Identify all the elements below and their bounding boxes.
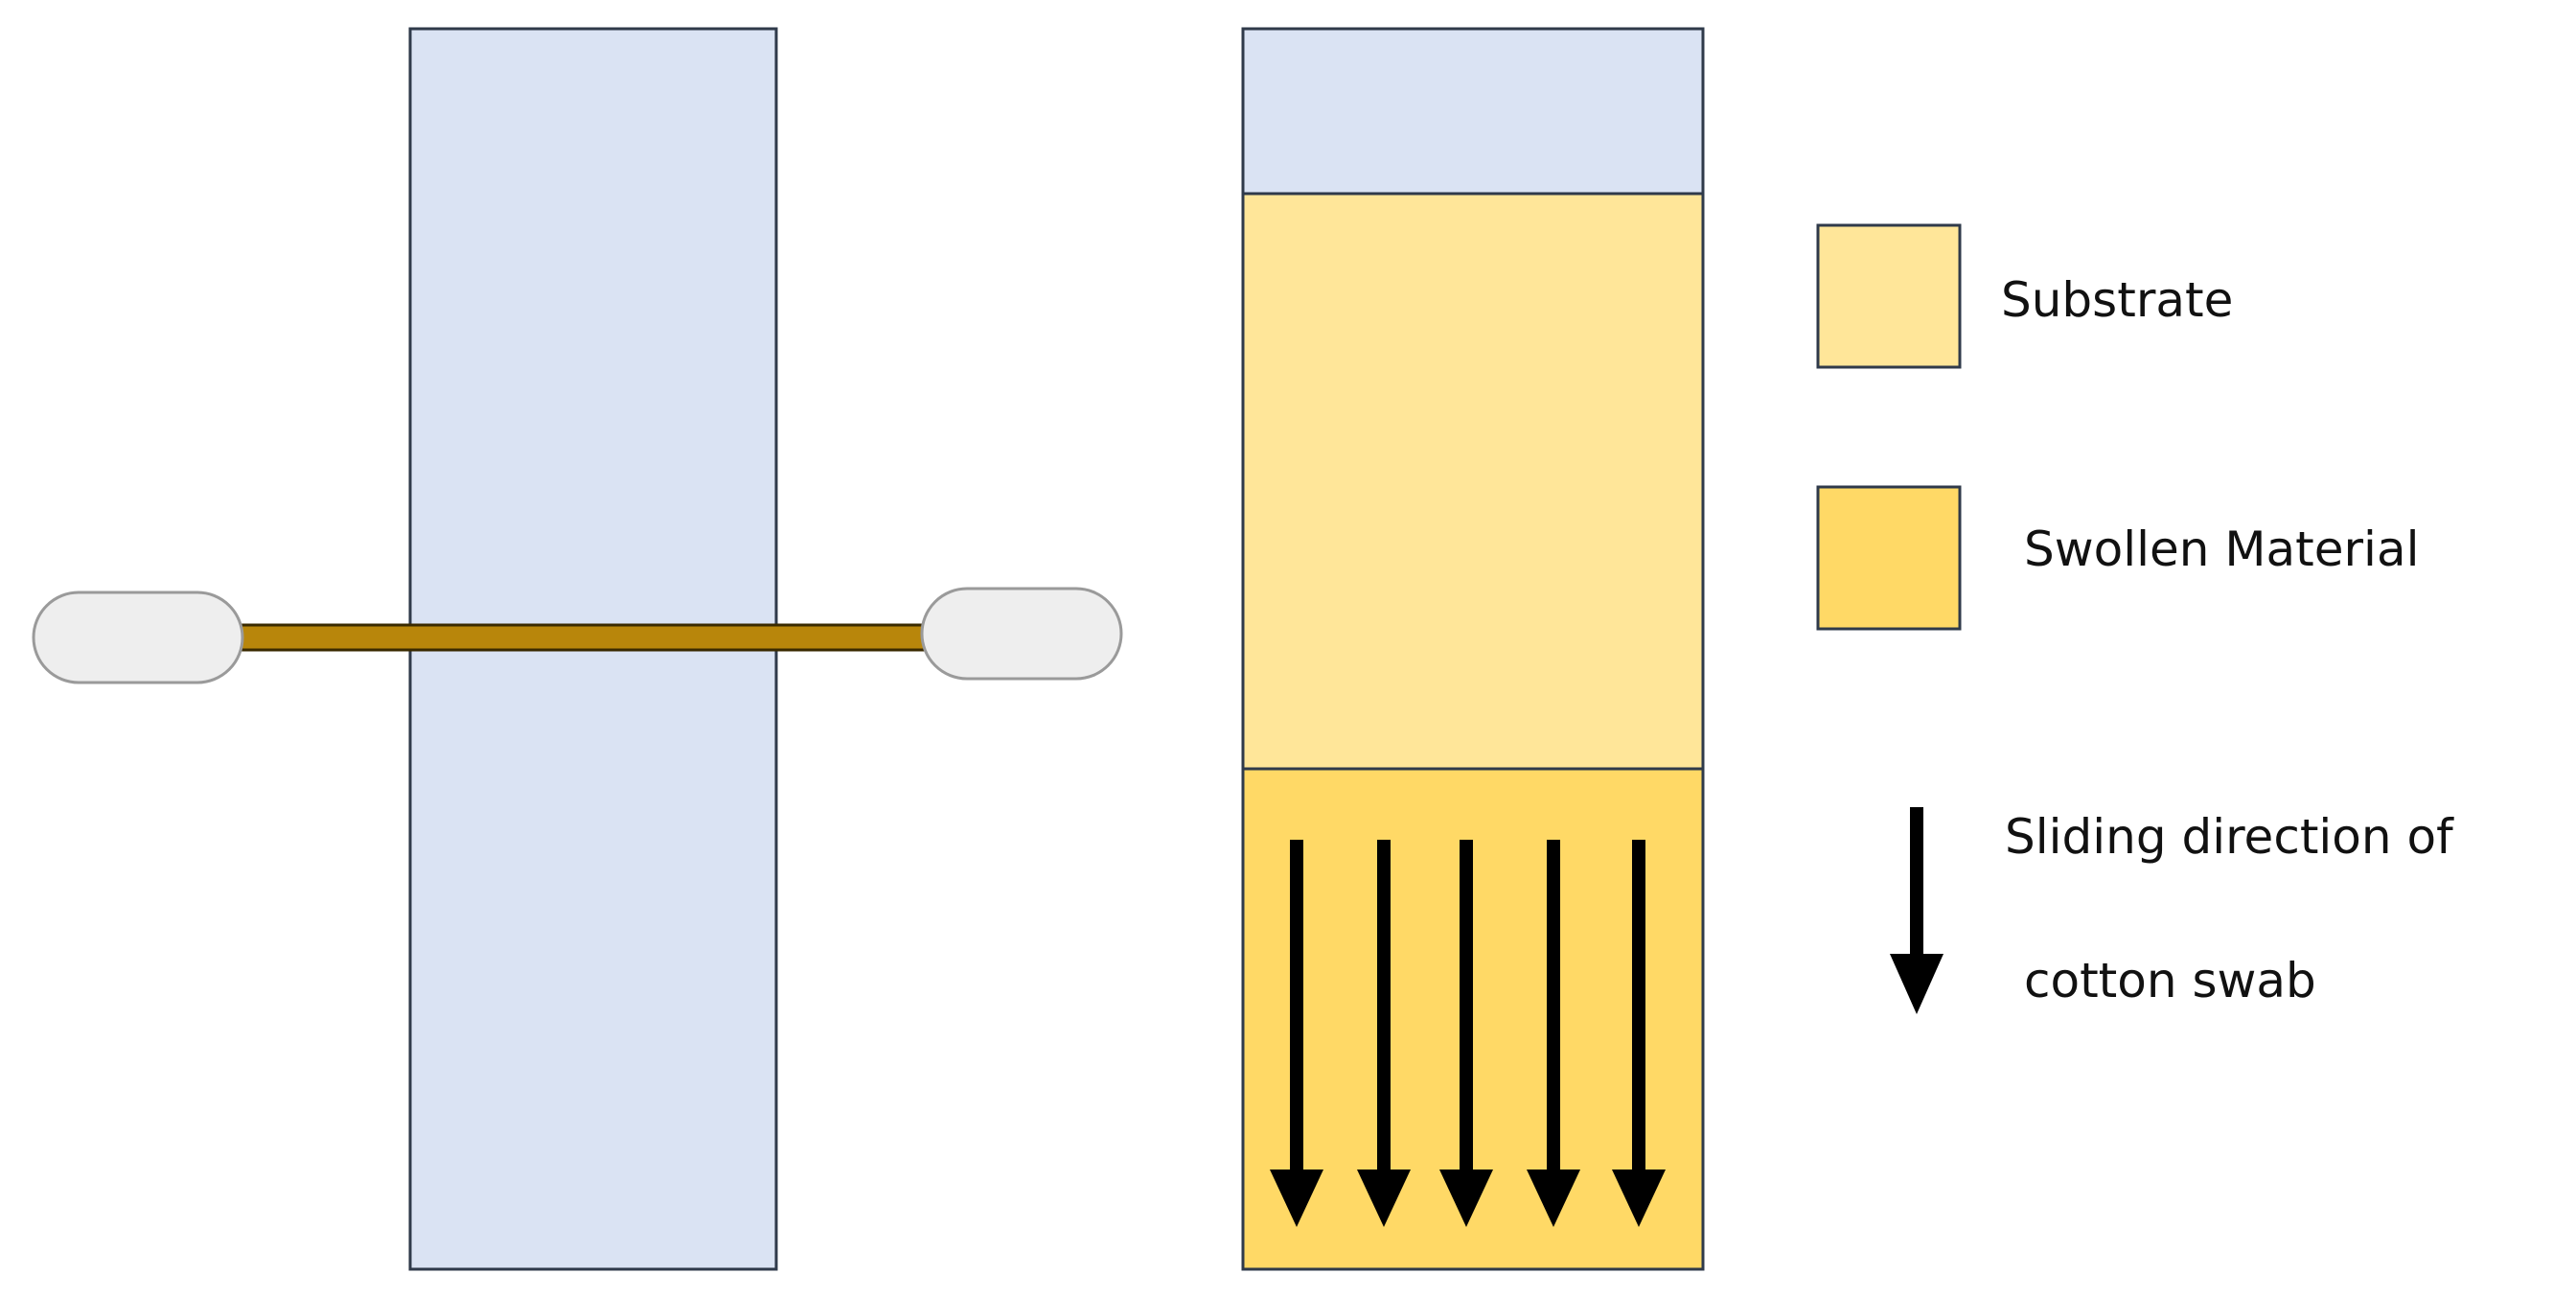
- arrow-down-icon: [1527, 840, 1580, 1227]
- swab-stick: [226, 623, 933, 652]
- cotton-swab-icon: [32, 587, 1123, 684]
- legend: Substrate Swollen Material Sliding direc…: [1816, 223, 2454, 1014]
- sliding-arrows: [1270, 840, 1666, 1227]
- legend-label-direction-line2: cotton swab: [2024, 953, 2316, 1008]
- arrow-down-icon: [1357, 840, 1411, 1227]
- swab-tip-left: [32, 591, 244, 684]
- legend-label-substrate: Substrate: [2001, 272, 2233, 328]
- right-panel: [1241, 27, 1705, 1271]
- arrow-down-icon: [1439, 840, 1493, 1227]
- swab-tip-right: [920, 587, 1123, 681]
- left-panel: [32, 27, 1123, 1271]
- arrow-down-icon: [1270, 840, 1323, 1227]
- legend-label-direction-line1: Sliding direction of: [2005, 809, 2454, 865]
- legend-label-swollen: Swollen Material: [2024, 521, 2419, 577]
- legend-swatch-substrate: [1816, 223, 1962, 369]
- arrow-down-icon: [1612, 840, 1666, 1227]
- substrate-region: [1241, 192, 1705, 771]
- legend-swatch-swollen: [1816, 485, 1962, 631]
- legend-arrow-down-icon: [1890, 807, 1944, 1014]
